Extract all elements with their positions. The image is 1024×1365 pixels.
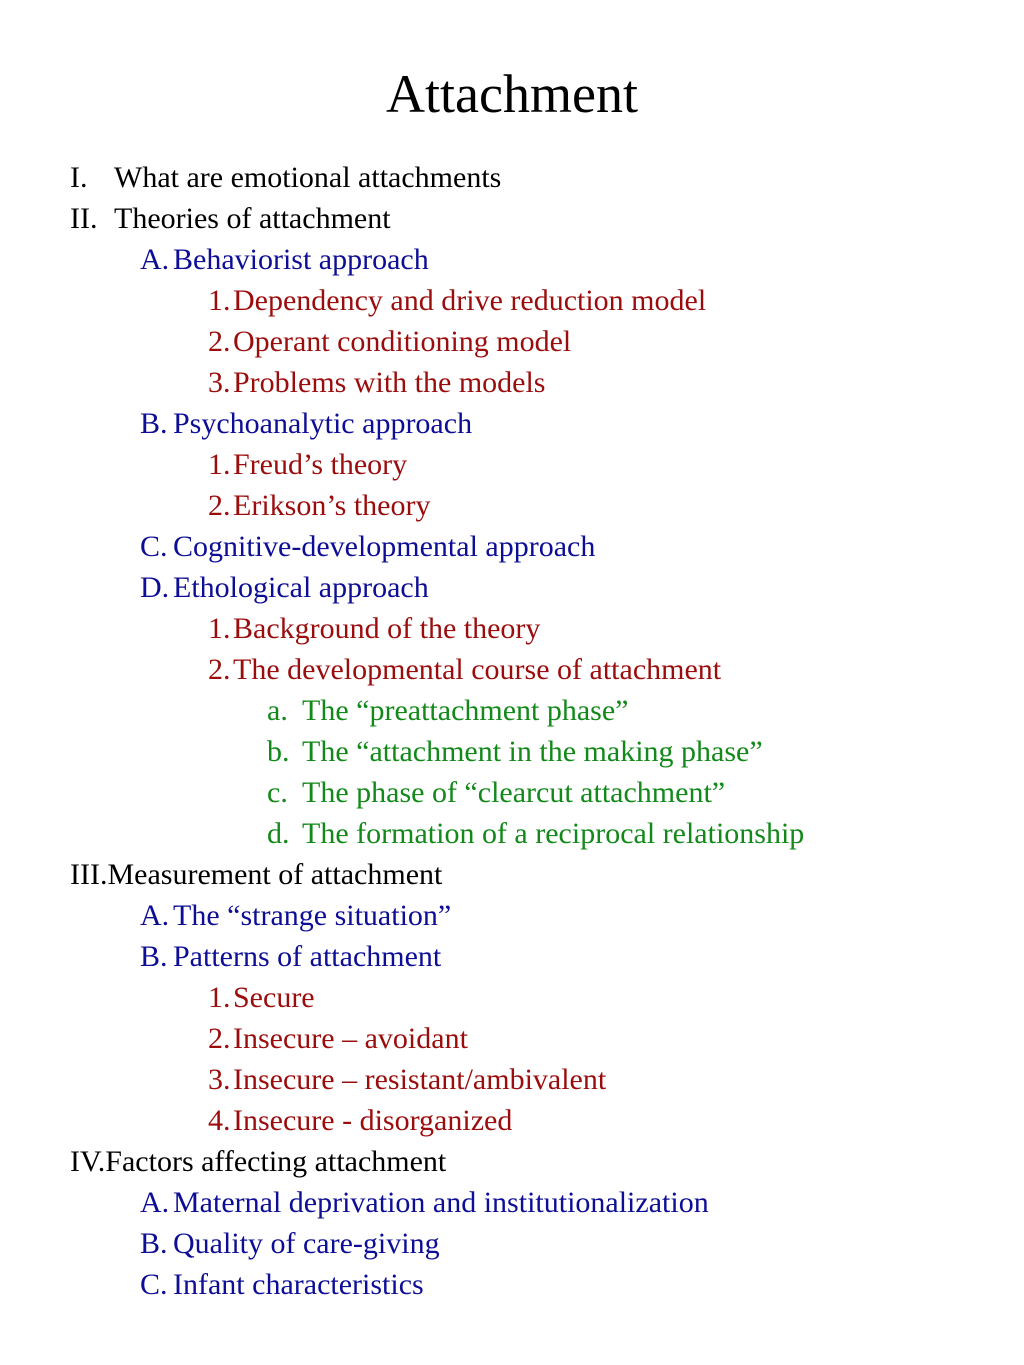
outline-item-text: Behaviorist approach [173, 243, 429, 276]
outline-item-marker: 1. [208, 284, 231, 317]
outline-item-text: Insecure – avoidant [233, 1022, 468, 1055]
outline-item-marker: 2. [208, 653, 231, 686]
outline-item-level-0: III.Measurement of attachment [70, 854, 442, 895]
outline-item-marker: b. [267, 735, 290, 768]
outline-item-marker: I. [70, 161, 88, 194]
outline-item-text: Maternal deprivation and institutionaliz… [173, 1186, 709, 1219]
outline-item-marker: 3. [208, 366, 231, 399]
outline-item-marker: C. [140, 1268, 168, 1301]
outline-item-marker: IV. [70, 1145, 106, 1178]
outline-item-level-0: IV.Factors affecting attachment [70, 1141, 446, 1182]
outline-item-text: Operant conditioning model [233, 325, 572, 358]
outline-item-marker: c. [267, 776, 288, 809]
outline-item-text: Ethological approach [173, 571, 429, 604]
outline-item-marker: B. [140, 407, 168, 440]
outline-item-marker: II. [70, 202, 98, 235]
outline-item-text: Dependency and drive reduction model [233, 284, 707, 317]
outline-item-marker: 3. [208, 1063, 231, 1096]
outline-item-marker: A. [140, 243, 170, 276]
outline-item-marker: 1. [208, 448, 231, 481]
outline-item-text: Factors affecting attachment [105, 1145, 447, 1178]
outline-item-text: The phase of “clearcut attachment” [302, 776, 726, 809]
slide-title: Attachment [386, 64, 638, 124]
outline-item-marker: 1. [208, 612, 231, 645]
outline-item-marker: C. [140, 530, 168, 563]
outline-item-text: The “attachment in the making phase” [302, 735, 763, 768]
outline-item-text: Patterns of attachment [173, 940, 442, 973]
outline-item-text: Measurement of attachment [107, 858, 443, 891]
outline-item-marker: 1. [208, 981, 231, 1014]
outline-item-text: Cognitive-developmental approach [173, 530, 596, 563]
outline-item-marker: B. [140, 1227, 168, 1260]
outline-item-marker: d. [267, 817, 290, 850]
outline-item-text: Erikson’s theory [233, 489, 431, 522]
outline-item-marker: a. [267, 694, 288, 727]
outline-item-text: Secure [233, 981, 315, 1014]
outline-item-text: Theories of attachment [114, 202, 391, 235]
outline-item-text: Problems with the models [233, 366, 546, 399]
outline-item-text: The developmental course of attachment [233, 653, 722, 686]
outline-item-text: Background of the theory [233, 612, 541, 645]
outline-item-text: The formation of a reciprocal relationsh… [302, 817, 805, 850]
outline-item-marker: B. [140, 940, 168, 973]
outline-item-text: Quality of care-giving [173, 1227, 440, 1260]
outline-item-text: What are emotional attachments [114, 161, 502, 194]
outline-item-marker: 2. [208, 489, 231, 522]
outline-item-marker: 2. [208, 1022, 231, 1055]
outline-item-marker: A. [140, 899, 170, 932]
outline-item-marker: III. [70, 858, 108, 891]
outline-item-text: The “strange situation” [173, 899, 452, 932]
outline-item-marker: 4. [208, 1104, 231, 1137]
outline-item-text: Insecure - disorganized [233, 1104, 513, 1137]
outline-item-text: Freud’s theory [233, 448, 408, 481]
outline-item-text: Insecure – resistant/ambivalent [233, 1063, 607, 1096]
outline-item-text: The “preattachment phase” [302, 694, 629, 727]
outline-item-marker: A. [140, 1186, 170, 1219]
outline-item-text: Psychoanalytic approach [173, 407, 473, 440]
outline-item-text: Infant characteristics [173, 1268, 424, 1301]
outline-item-marker: D. [140, 571, 170, 604]
outline-item-marker: 2. [208, 325, 231, 358]
